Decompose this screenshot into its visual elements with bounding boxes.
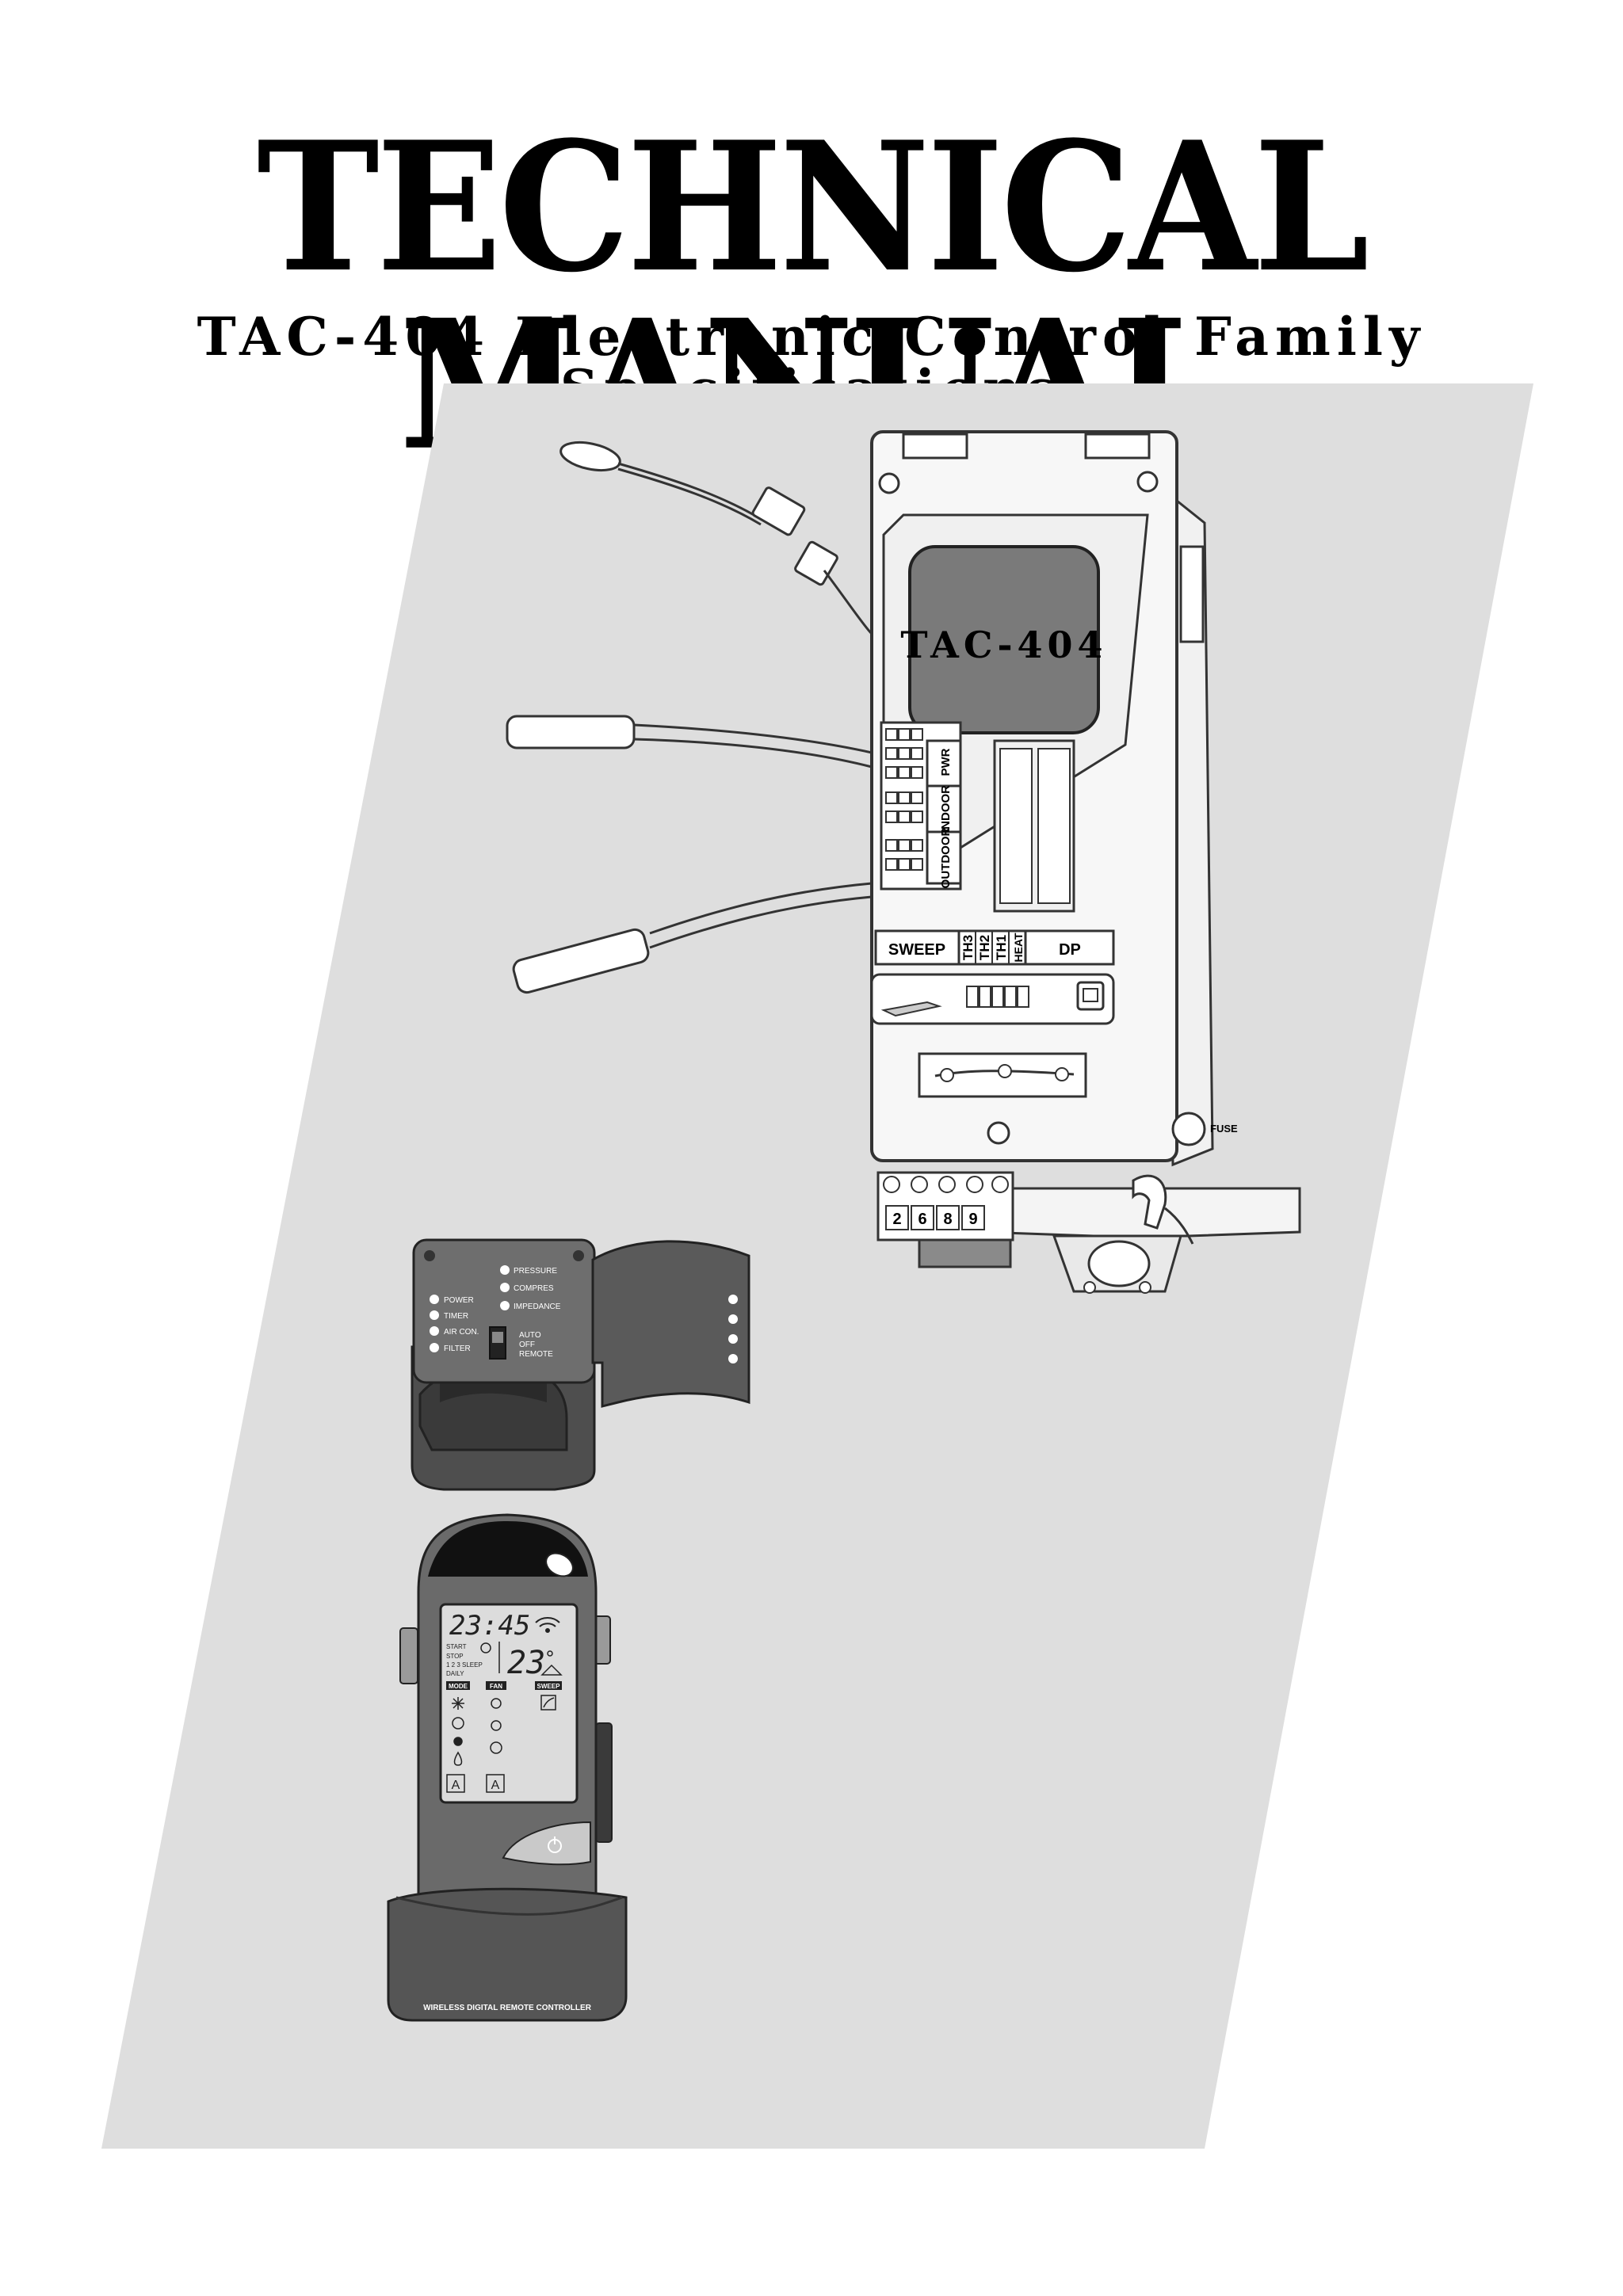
strip-label-sweep: SWEEP: [888, 941, 945, 959]
lcd-temperature: 23: [507, 1645, 545, 1681]
led-label-aircon: AIR CON.: [444, 1328, 479, 1337]
lcd-label-daily: DAILY: [446, 1670, 464, 1677]
temperature-probe-3: [512, 882, 873, 994]
strip-label-heat: HEAT: [1012, 933, 1025, 963]
lcd-header-sweep: SWEEP: [537, 1683, 561, 1690]
lcd-header-fan: FAN: [490, 1683, 502, 1690]
connector-label-outdoor: OUTDOOR: [939, 828, 953, 889]
terminal-block: 2 6 8 9: [876, 1171, 1014, 1241]
remote-footer-label: WIRELESS DIGITAL REMOTE CONTROLLER: [423, 2004, 592, 2012]
lcd-fan-icon: [452, 1717, 464, 1730]
board-model-label: TAC-404: [900, 624, 1107, 666]
led-label-compres: COMPRES: [514, 1284, 554, 1293]
led-label-filter: FILTER: [444, 1344, 471, 1353]
strip-label-dp: DP: [1059, 941, 1081, 959]
switch-label-auto: AUTO: [519, 1331, 541, 1340]
temperature-probe-2: [506, 715, 873, 769]
lcd-fan-speed-low-icon: [491, 1698, 502, 1709]
lcd-cool-icon: [452, 1697, 464, 1710]
terminal-number-9: 9: [968, 1211, 977, 1228]
connector-label-pwr: PWR: [939, 748, 953, 776]
power-button: [502, 1821, 591, 1866]
receiver-housing: [412, 1238, 596, 1384]
led-label-power: POWER: [444, 1296, 474, 1305]
strip-label-th1: TH1: [994, 935, 1009, 960]
lcd-label-start: START: [446, 1643, 467, 1650]
connector-pins: [885, 728, 923, 871]
connector-label-indoor: INDOOR: [939, 785, 953, 833]
fuse-label: FUSE: [1210, 1123, 1238, 1135]
terminal-number-2: 2: [892, 1211, 901, 1228]
lcd-auto-mode-badge: A: [452, 1779, 460, 1792]
lcd-fan-speed-mid-icon: [491, 1720, 502, 1731]
switch-label-off: OFF: [519, 1341, 535, 1349]
lcd-header-mode: MODE: [449, 1683, 468, 1690]
background-panel: [101, 383, 1533, 2149]
lcd-house-icon: [540, 1664, 563, 1676]
terminal-number-8: 8: [943, 1211, 952, 1228]
terminal-number-6: 6: [918, 1211, 926, 1228]
lcd-auto-fan-badge: A: [491, 1779, 500, 1792]
lcd-clock: 23:45: [449, 1610, 530, 1642]
remote-controller-illustration: WIRELESS DIGITAL REMOTE CONTROLLER 23:45…: [387, 1513, 628, 2022]
lcd-heat-icon: [453, 1737, 463, 1746]
lcd-signal-icon: [535, 1617, 560, 1633]
remote-lcd: [439, 1603, 579, 1804]
lcd-dry-icon: [453, 1751, 463, 1766]
lcd-clock-icon: [480, 1642, 491, 1653]
switch-label-remote: REMOTE: [519, 1350, 553, 1359]
lcd-label-stop: STOP: [446, 1653, 464, 1660]
control-board-illustration: TAC-404 PWR INDOOR OUTDOOR SWEEP TH3: [506, 430, 1301, 1294]
temperature-probe-1: [559, 441, 873, 635]
header-label-strip: [874, 929, 1115, 966]
receiver-unit-illustration: PRESSURE COMPRES IMPEDANCE POWER TIMER A…: [411, 1238, 750, 1491]
led-label-pressure: PRESSURE: [514, 1267, 557, 1276]
lcd-fan-speed-high-icon: [490, 1741, 502, 1754]
board-screen: [908, 545, 1100, 734]
led-label-timer: TIMER: [444, 1312, 468, 1321]
strip-label-th2: TH2: [977, 935, 992, 960]
led-label-impedance: IMPEDANCE: [514, 1302, 561, 1311]
lcd-sweep-icon: [540, 1695, 556, 1711]
lcd-label-sleep: 1 2 3 SLEEP: [446, 1661, 483, 1669]
strip-label-th3: TH3: [960, 935, 976, 960]
